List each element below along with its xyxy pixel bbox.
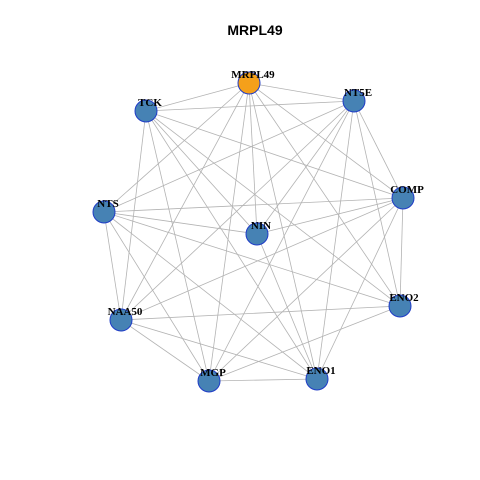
edge-comp-eno1 xyxy=(316,197,404,380)
node-layer xyxy=(92,71,415,393)
edge-comp-mgp xyxy=(208,197,404,382)
edge-mrpl49-nts xyxy=(103,82,250,213)
edge-mgp-eno2 xyxy=(208,305,401,382)
edge-nt5e-eno1 xyxy=(316,100,355,380)
node-label-nin: NIN xyxy=(251,220,271,232)
edge-nt5e-nin xyxy=(256,100,355,235)
edge-nin-comp xyxy=(256,197,404,235)
edge-mrpl49-eno2 xyxy=(248,82,401,307)
edge-mrpl49-nt5e xyxy=(248,82,355,102)
node-tck xyxy=(134,99,158,123)
edge-tck-nin xyxy=(145,110,258,235)
node-nt5e xyxy=(342,89,366,113)
edge-mrpl49-naa50 xyxy=(120,82,250,321)
edge-tck-mgp xyxy=(145,110,210,382)
edge-nts-eno2 xyxy=(103,211,401,307)
edge-tck-nt5e xyxy=(145,100,355,112)
edge-nt5e-eno2 xyxy=(353,100,401,307)
edge-naa50-eno2 xyxy=(120,305,401,321)
node-eno2 xyxy=(388,294,412,318)
node-mgp xyxy=(197,369,221,393)
edge-mrpl49-nin xyxy=(248,82,258,235)
edge-comp-eno2 xyxy=(399,197,404,307)
node-label-nts: NTS xyxy=(97,198,118,210)
edge-mrpl49-eno1 xyxy=(248,82,318,380)
edge-mgp-eno1 xyxy=(208,378,318,382)
diagram-title: MRPL49 xyxy=(227,22,282,38)
node-label-mgp: MGP xyxy=(200,367,226,379)
node-eno1 xyxy=(305,367,329,391)
edge-naa50-mgp xyxy=(120,319,210,382)
edge-comp-naa50 xyxy=(120,197,404,321)
node-label-eno2: ENO2 xyxy=(389,292,419,304)
edge-nts-naa50 xyxy=(103,211,122,321)
edge-nt5e-mgp xyxy=(208,100,355,382)
node-nin xyxy=(245,222,269,246)
node-label-tck: TCK xyxy=(138,97,162,109)
edge-mrpl49-comp xyxy=(248,82,404,199)
edge-tck-comp xyxy=(145,110,404,199)
edge-nts-nin xyxy=(103,211,258,235)
node-label-eno1: ENO1 xyxy=(306,365,335,377)
edge-layer xyxy=(103,82,404,382)
node-nts xyxy=(92,200,116,224)
edge-nts-comp xyxy=(103,197,404,213)
node-mrpl49 xyxy=(237,71,261,95)
node-label-nt5e: NT5E xyxy=(344,87,372,99)
edge-nin-eno1 xyxy=(256,233,318,380)
edge-nt5e-nts xyxy=(103,100,355,213)
edge-tck-naa50 xyxy=(120,110,147,321)
edge-naa50-eno1 xyxy=(120,319,318,380)
edge-tck-eno1 xyxy=(145,110,318,380)
edge-nt5e-comp xyxy=(353,100,404,199)
edge-nt5e-naa50 xyxy=(120,100,355,321)
node-comp xyxy=(391,186,415,210)
node-label-naa50: NAA50 xyxy=(108,306,143,318)
node-naa50 xyxy=(109,308,133,332)
node-label-comp: COMP xyxy=(390,184,424,196)
edge-nts-mgp xyxy=(103,211,210,382)
edge-mrpl49-mgp xyxy=(208,82,250,382)
edge-tck-eno2 xyxy=(145,110,401,307)
edge-nts-eno1 xyxy=(103,211,318,380)
edge-mrpl49-tck xyxy=(145,82,250,112)
node-label-mrpl49: MRPL49 xyxy=(231,69,275,81)
